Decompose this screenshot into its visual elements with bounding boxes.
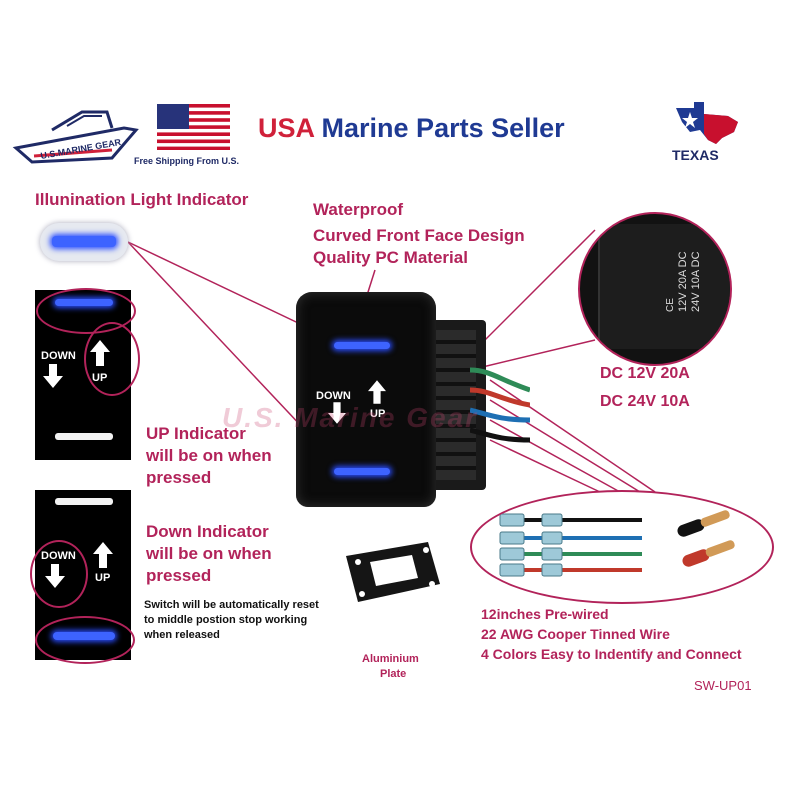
reset-note-line3: when released bbox=[144, 629, 220, 641]
wire-bundle bbox=[469, 360, 531, 450]
down-indicator-line2: will be on when bbox=[146, 544, 272, 563]
wire-connectors-icon bbox=[499, 510, 735, 577]
boat-logo-icon bbox=[12, 110, 139, 164]
down-indicator-line1: Down Indicator bbox=[146, 522, 269, 541]
waterproof-line2: Curved Front Face Design bbox=[313, 226, 525, 245]
texas-map-icon bbox=[676, 102, 738, 144]
up-panel-white-bar bbox=[55, 433, 113, 440]
up-indicator-line3: pressed bbox=[146, 468, 212, 487]
up-arrow-icon bbox=[93, 542, 113, 568]
label-closeup-text: CE 12V 20A DC 24V 10A DC bbox=[664, 251, 703, 312]
down-arrow-ring bbox=[30, 540, 88, 608]
waterproof-line3: Quality PC Material bbox=[313, 248, 468, 267]
waterproof-heading: Waterproof bbox=[313, 200, 404, 219]
label-line1: 12V 20A DC bbox=[677, 251, 689, 312]
wiring-line2: 22 AWG Cooper Tinned Wire bbox=[481, 626, 670, 642]
page-title: USA Marine Parts Seller bbox=[258, 113, 565, 144]
illumination-blue-bar bbox=[52, 236, 116, 247]
title-part-seller: Marine Parts Seller bbox=[321, 113, 565, 143]
rating-line1: DC 12V 20A bbox=[600, 365, 690, 382]
wiring-line3: 4 Colors Easy to Indentify and Connect bbox=[481, 646, 742, 662]
up-arrow-ring bbox=[84, 322, 140, 396]
model-number: SW-UP01 bbox=[694, 678, 752, 693]
rocker-switch-body bbox=[428, 320, 486, 490]
switch-top-blue-bar bbox=[334, 342, 390, 349]
label-closeup-panel bbox=[598, 224, 730, 349]
down-panel-white-bar bbox=[55, 498, 113, 505]
up-indicator-line2: will be on when bbox=[146, 446, 272, 465]
ce-mark: CE bbox=[665, 298, 676, 312]
texas-label: TEXAS bbox=[672, 147, 719, 163]
plate-label-line2: Plate bbox=[380, 668, 407, 680]
switch-up-label: UP bbox=[370, 408, 386, 420]
up-highlight-ring bbox=[36, 288, 136, 334]
up-indicator-line1: UP Indicator bbox=[146, 424, 246, 443]
up-panel-down-label: DOWN bbox=[41, 350, 76, 362]
rocker-switch-face: DOWN UP bbox=[296, 292, 436, 507]
down-arrow-icon bbox=[328, 402, 346, 424]
us-flag-icon bbox=[157, 104, 230, 150]
illumination-heading: Illunination Light Indicator bbox=[35, 190, 249, 209]
reset-note-line1: Switch will be automatically reset bbox=[144, 599, 319, 611]
texas-badge: TEXAS bbox=[668, 100, 744, 164]
up-arrow-icon bbox=[368, 380, 386, 404]
aluminium-plate-icon bbox=[340, 540, 445, 605]
title-part-usa: USA bbox=[258, 113, 315, 143]
illumination-sample bbox=[40, 223, 128, 261]
reset-note-line2: to middle postion stop working bbox=[144, 614, 308, 626]
switch-down-label: DOWN bbox=[316, 390, 351, 402]
down-arrow-icon bbox=[43, 364, 63, 388]
down-indicator-line3: pressed bbox=[146, 566, 212, 585]
wiring-line1: 12inches Pre-wired bbox=[481, 606, 609, 622]
switch-bottom-blue-bar bbox=[334, 468, 390, 475]
rating-line2: DC 24V 10A bbox=[600, 393, 690, 410]
brand-logo: U.S.MARINE GEAR bbox=[12, 100, 140, 172]
down-panel-up-label: UP bbox=[95, 572, 111, 584]
label-closeup: CE 12V 20A DC 24V 10A DC bbox=[578, 212, 732, 366]
watermark: U.S. Marine Gear bbox=[222, 402, 479, 433]
switch-housing-ribs bbox=[436, 330, 476, 480]
shipping-note: Free Shipping From U.S. bbox=[134, 156, 240, 166]
plate-label-line1: Aluminium bbox=[362, 653, 419, 665]
wire-closeup bbox=[470, 490, 774, 604]
label-line2: 24V 10A DC bbox=[690, 251, 702, 312]
down-highlight-ring bbox=[35, 616, 135, 664]
